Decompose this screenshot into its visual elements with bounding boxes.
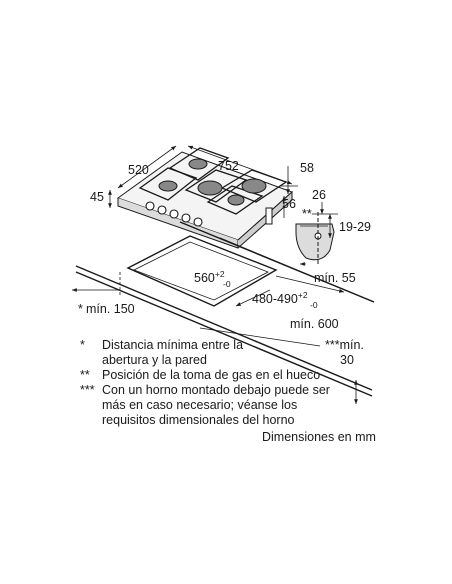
control-knob [145,201,203,227]
dim-min-side: mín. 150 [86,302,135,316]
dim-connection-offset: 26 [312,188,326,202]
connection-detail [295,202,338,266]
units-note: Dimensiones en mm [262,430,376,444]
legend-item: * Distancia mínima entre la abertura y l… [80,338,420,368]
legend-mark: *** [80,383,95,397]
dim-min-side-mark: * [78,302,83,316]
worktop-dimension-lines [72,262,345,347]
dim-gas-mark: ** [302,207,312,221]
dim-hob-depth: 520 [128,163,149,177]
legend-mark: * [80,338,85,352]
dim-connection-range: 19-29 [339,220,371,234]
dim-hob-width: 752 [218,159,239,173]
dim-cutout-width: 560+2 -0 [194,266,231,289]
legend: * Distancia mínima entre la abertura y l… [80,338,420,428]
dim-min-rear: mín. 55 [314,271,356,285]
dim-min-thickness-label: ***mín. [325,338,364,352]
dim-min-thickness-value: 30 [340,353,354,367]
legend-text: Distancia mínima entre la abertura y la … [102,338,244,367]
legend-item: *** Con un horno montado debajo puede se… [80,383,420,428]
dim-connection-height: 56 [282,197,296,211]
legend-item: ** Posición de la toma de gas en el huec… [80,368,420,383]
hob-dimension-lines [108,145,298,218]
legend-text: Posición de la toma de gas en el hueco [102,368,321,382]
legend-mark: ** [80,368,90,382]
dim-min-worktop: mín. 600 [290,317,339,331]
dim-hob-height: 45 [90,190,104,204]
dim-right-offset: 58 [300,161,314,175]
worktop-drawing [75,221,375,404]
legend-text: Con un horno montado debajo puede ser má… [102,383,330,427]
dim-cutout-depth: 480-490+2 -0 [252,287,318,310]
